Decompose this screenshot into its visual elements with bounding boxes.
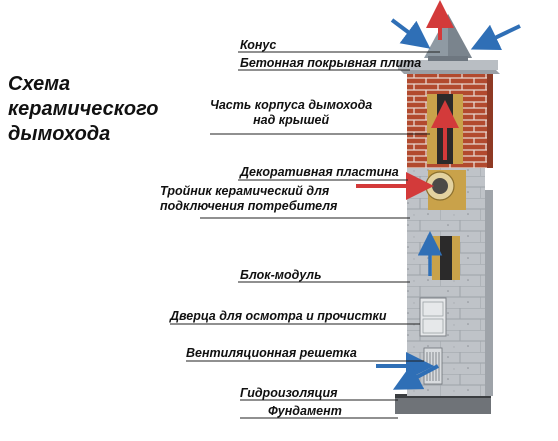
ceramic-tee [407, 166, 485, 214]
inspection-door [419, 297, 447, 337]
label-foundation: Фундамент [268, 404, 342, 418]
label-roof-part-line-2: над крышей [253, 113, 330, 127]
label-block-module: Блок-модуль [240, 268, 322, 282]
label-roof-part-line-1: Часть корпуса дымохода [210, 98, 373, 112]
title-line-3: дымохода [8, 123, 111, 145]
foundation [395, 394, 491, 414]
label-door: Дверца для осмотра и прочистки [170, 309, 387, 323]
concrete-cap-plate [398, 60, 500, 74]
label-tee-line-1: Тройник керамический для [160, 184, 330, 198]
label-vent-grille: Вентиляционная решетка [186, 346, 357, 360]
air-arrows [376, 18, 521, 390]
label-roof-part: Часть корпуса дымохода над крышей [210, 98, 372, 128]
leader-lines [170, 51, 440, 419]
label-tee: Тройник керамический для подключения пот… [160, 184, 337, 214]
label-cone: Конус [240, 38, 277, 52]
label-tee-line-2: подключения потребителя [160, 199, 338, 213]
cone [424, 14, 472, 61]
block-module-body [407, 190, 493, 396]
title-line-2: керамического [8, 98, 159, 120]
vent-grille [423, 347, 443, 385]
label-cap-plate: Бетонная покрывная плита [240, 56, 422, 70]
label-waterproofing: Гидроизоляция [240, 386, 338, 400]
label-deco-plate: Декоративная пластина [240, 165, 399, 179]
diagram-title: Схема керамического дымохода [8, 72, 168, 147]
brick-roof-part [407, 72, 493, 168]
smoke-arrows [356, 0, 459, 200]
title-line-1: Схема [8, 73, 71, 95]
